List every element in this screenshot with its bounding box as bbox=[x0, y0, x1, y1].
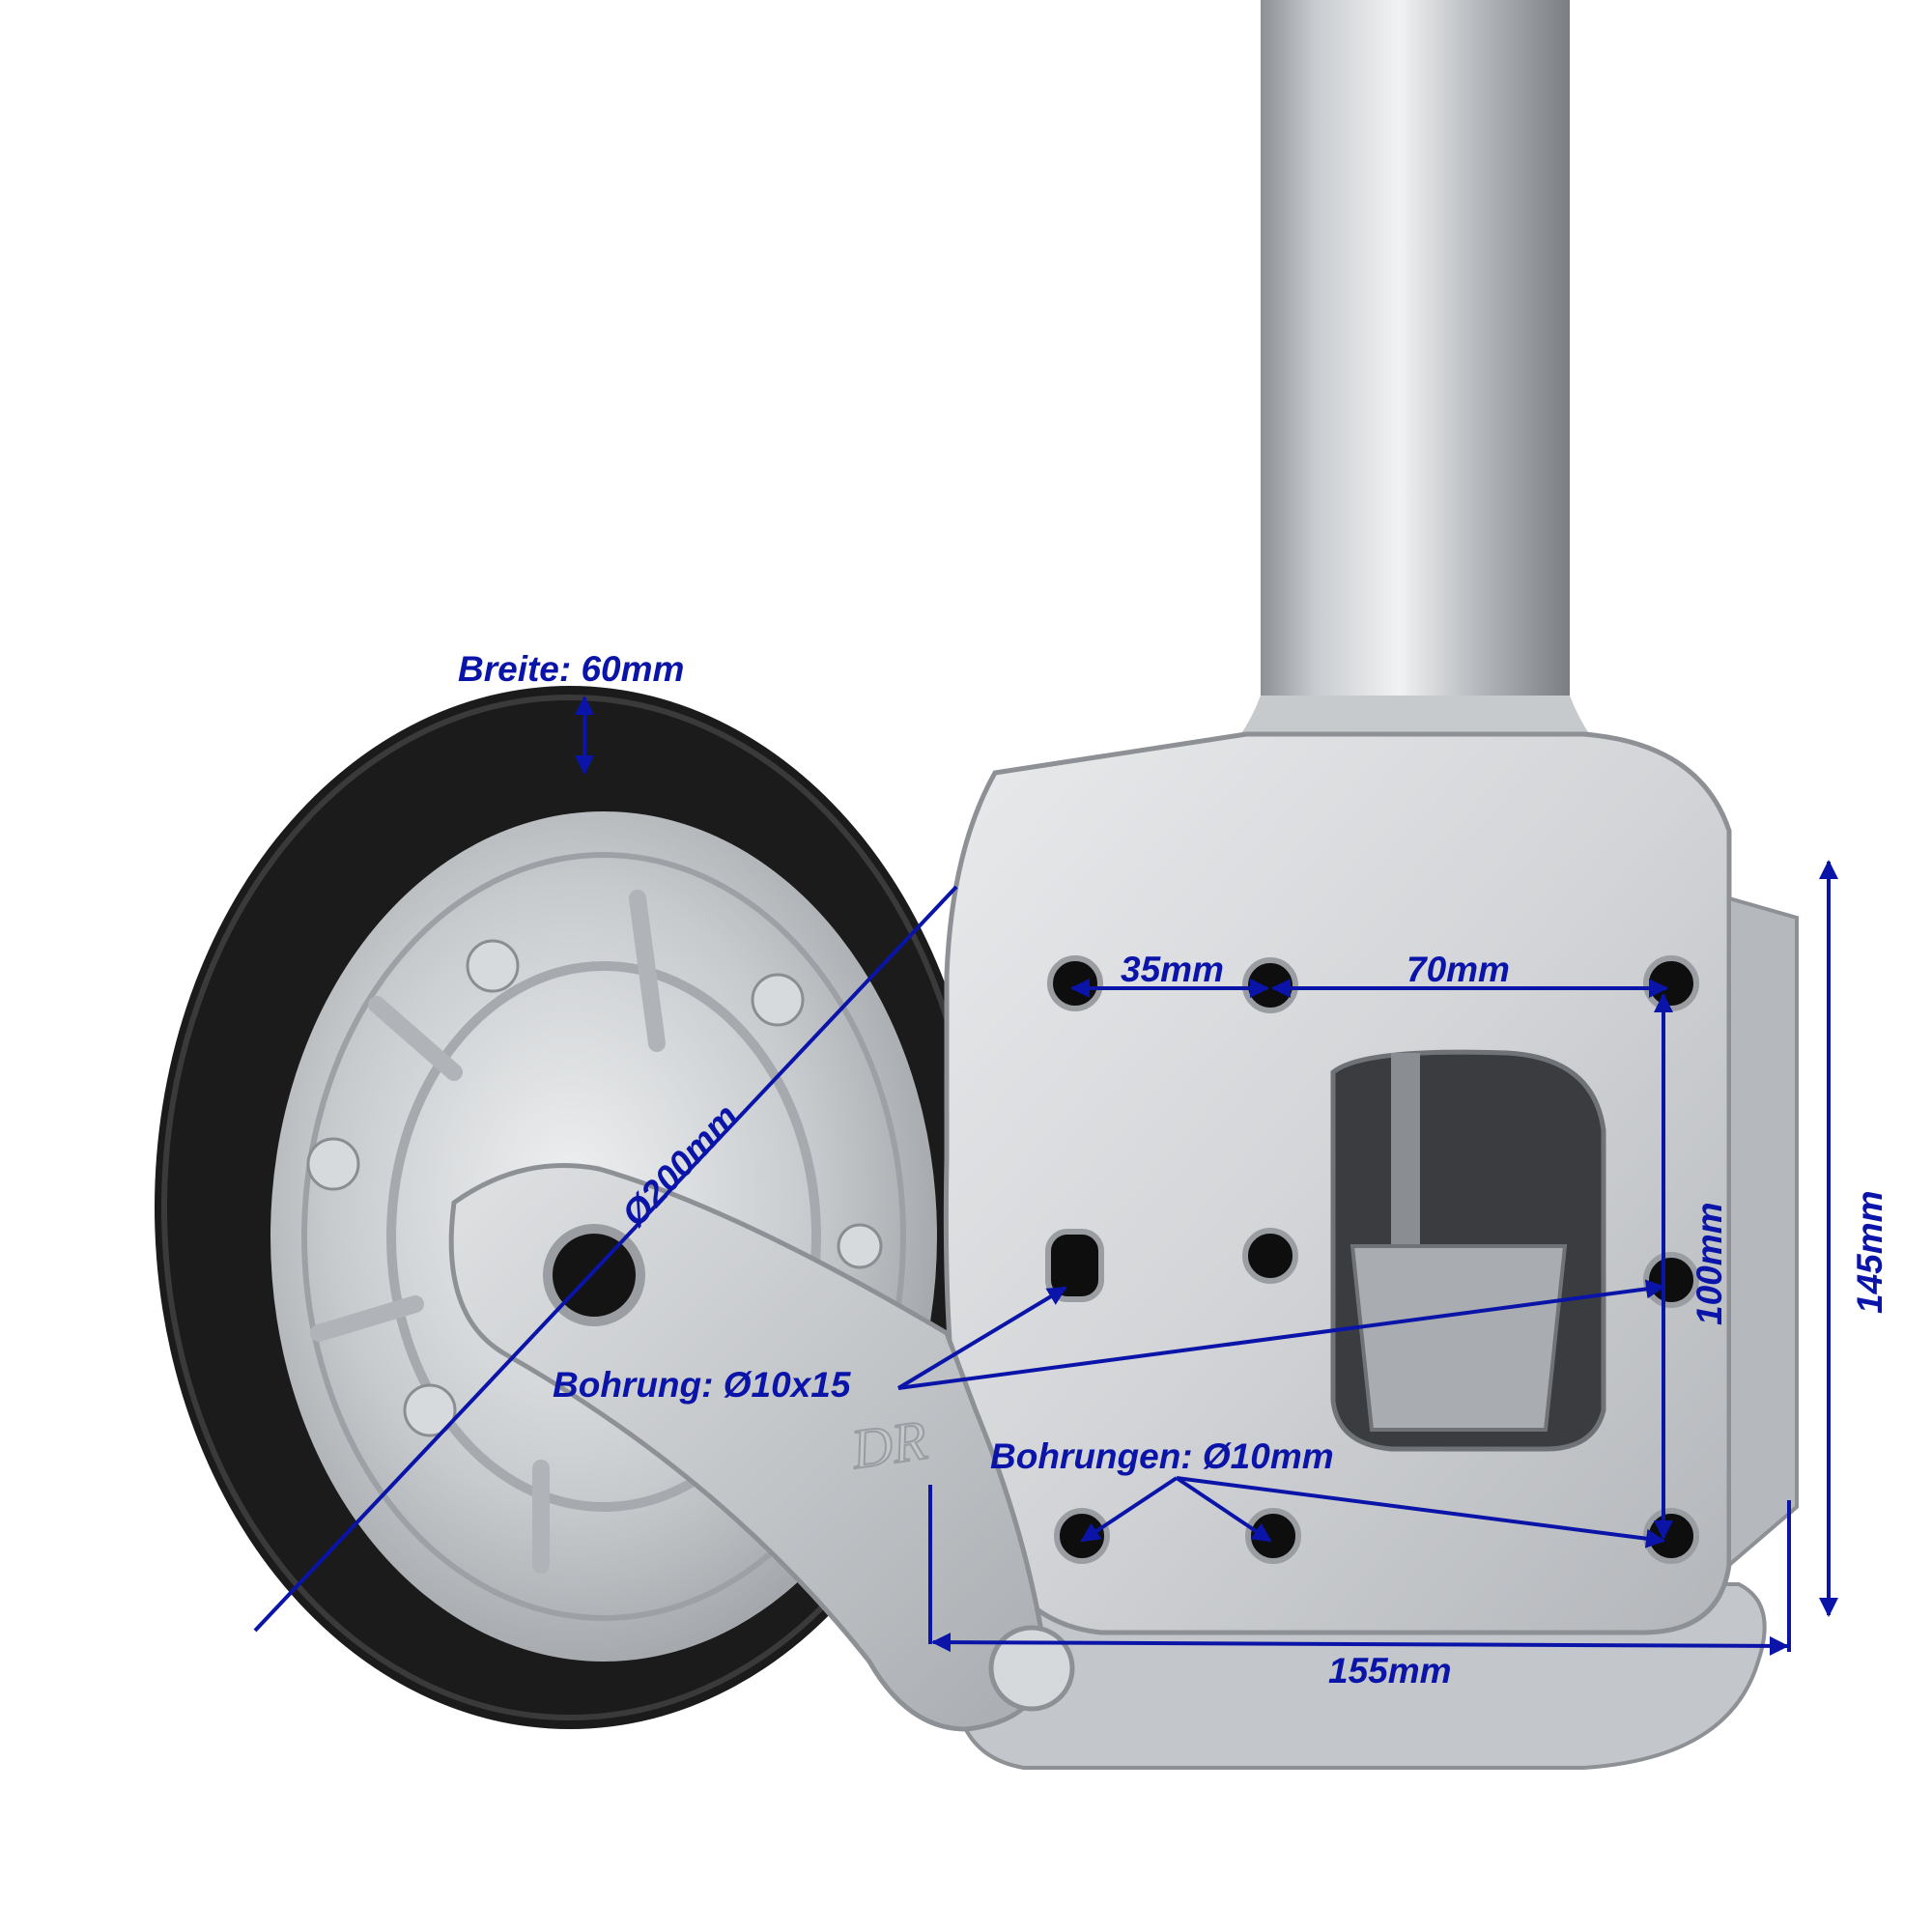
support-tube bbox=[1217, 0, 1613, 763]
slot-leader-right bbox=[897, 1279, 1665, 1390]
hole-top-left bbox=[1047, 955, 1103, 1011]
rim-rivets bbox=[306, 939, 883, 1437]
height-145-label: 145mm bbox=[1850, 1190, 1889, 1314]
spacing-100-label: 100mm bbox=[1690, 1202, 1729, 1325]
hole-top-right bbox=[1643, 955, 1699, 1011]
diameter-line bbox=[253, 885, 958, 1633]
slot-leader-left bbox=[896, 1286, 1067, 1390]
holes-leader-middle bbox=[1175, 1476, 1272, 1543]
hole-center bbox=[1242, 1228, 1298, 1284]
hole-top-middle bbox=[1242, 957, 1298, 1013]
pivot-bolt bbox=[988, 1625, 1075, 1712]
hole-bottom-right bbox=[1643, 1508, 1699, 1564]
holes-leader-left bbox=[1080, 1476, 1179, 1543]
slot-hole-label: Bohrung: Ø10x15 bbox=[553, 1365, 852, 1405]
width-155-label: 155mm bbox=[1328, 1651, 1452, 1690]
width-label: Breite: 60mm bbox=[458, 649, 684, 689]
mounting-plate bbox=[943, 731, 1799, 1635]
width-155-arrow bbox=[931, 1633, 1789, 1656]
holes-leader-right bbox=[1176, 1476, 1665, 1548]
rim-spokes bbox=[310, 890, 666, 1574]
annotations bbox=[253, 696, 1838, 1656]
round-holes-label: Bohrungen: Ø10mm bbox=[990, 1436, 1334, 1476]
slot-hole bbox=[1045, 1229, 1104, 1302]
hole-bottom-left bbox=[1054, 1508, 1110, 1564]
spacing-35-label: 35mm bbox=[1121, 950, 1224, 989]
hole-bottom-middle bbox=[1245, 1508, 1301, 1564]
spacing-70-label: 70mm bbox=[1406, 950, 1510, 989]
embossed-logo: DR bbox=[847, 1408, 931, 1481]
swing-arm: DR bbox=[448, 1163, 1075, 1732]
